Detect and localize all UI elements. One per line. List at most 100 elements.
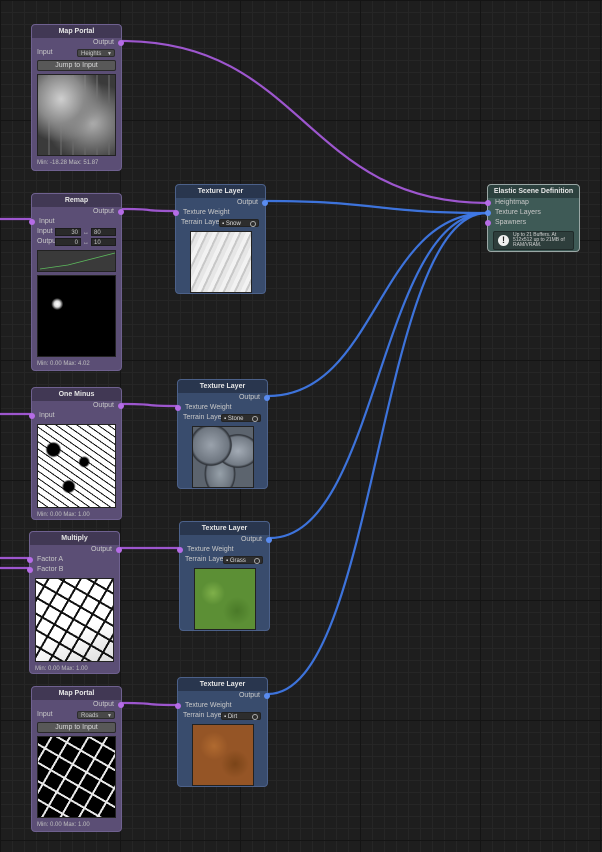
node-title[interactable]: Texture Layer	[180, 522, 269, 535]
dropdown-value: Roads	[81, 713, 99, 719]
output-label: Output	[236, 199, 258, 206]
object-picker-icon[interactable]	[252, 416, 258, 422]
snow-to-scene-wire[interactable]	[265, 199, 488, 215]
output-port[interactable]	[264, 395, 270, 401]
stone-texture-preview	[191, 426, 254, 488]
output-port[interactable]	[266, 537, 272, 543]
map-portal-node-heights[interactable]: Map Portal Output Input Heights▼ Jump to…	[31, 24, 124, 171]
chevron-down-icon: ▼	[107, 713, 112, 719]
range-label: Input	[37, 228, 53, 235]
input-row: Input Roads▼	[32, 710, 121, 720]
texture-layers-port[interactable]	[485, 210, 491, 216]
terrain-layer-value: Dirt	[227, 714, 238, 720]
output-min-field[interactable]: 0	[55, 238, 81, 246]
input-min-field[interactable]: 30	[55, 228, 81, 236]
buffer-warning: !Up to 21 Buffers. At 512x512 up to 21MB…	[493, 231, 574, 250]
output-port[interactable]	[262, 200, 268, 206]
output-port-row: Output	[32, 401, 124, 411]
grass-texture-preview	[193, 568, 256, 630]
output-label: Output	[92, 402, 114, 409]
node-title[interactable]: Texture Layer	[178, 678, 267, 691]
jump-to-input-button[interactable]: Jump to Input	[37, 60, 116, 71]
factor-a-port[interactable]	[27, 557, 33, 563]
texture-weight-label: Texture Weight	[185, 702, 232, 709]
input-port[interactable]	[29, 219, 35, 225]
roads-preview	[37, 736, 116, 818]
object-picker-icon[interactable]	[252, 714, 258, 720]
input-label: Input	[39, 412, 55, 419]
node-title[interactable]: Multiply	[30, 532, 119, 545]
factor-a-port-row: Factor A	[27, 555, 119, 565]
output-port-row: Output	[180, 535, 272, 545]
factor-b-port[interactable]	[27, 567, 33, 573]
terrain-layer-field[interactable]: ▪ Dirt	[221, 712, 261, 720]
texture-layer-node-grass[interactable]: Texture Layer Output Texture Weight Terr…	[177, 521, 272, 631]
spawners-port-row: Spawners	[485, 218, 579, 228]
input-dropdown[interactable]: Roads ▼	[77, 711, 115, 719]
heightmap-wire[interactable]	[121, 39, 488, 205]
output-port[interactable]	[118, 702, 124, 708]
multiply-node[interactable]: Multiply Output Factor A Factor B Min: 0…	[27, 531, 122, 674]
input-dropdown[interactable]: Heights▼	[77, 49, 115, 57]
elastic-scene-definition-node[interactable]: Elastic Scene Definition Heightmap Textu…	[485, 184, 580, 252]
min-max-stats: Min: 0.00 Max: 1.00	[35, 666, 88, 672]
one-minus-node[interactable]: One Minus Output Input Min: 0.00 Max: 1.…	[29, 387, 124, 520]
texture-weight-port[interactable]	[173, 210, 179, 216]
texture-layers-label: Texture Layers	[495, 209, 541, 216]
heightmap-port[interactable]	[485, 200, 491, 206]
range-arrow-icon: ↔	[83, 230, 89, 236]
onemin-to-stone-wire[interactable]	[121, 402, 178, 408]
terrain-layer-value: Grass	[229, 558, 246, 564]
input-port-row: Input	[29, 411, 121, 421]
texture-layer-node-dirt[interactable]: Texture Layer Output Texture Weight Terr…	[175, 677, 270, 787]
terrain-layer-field[interactable]: ▪ Snow	[219, 219, 259, 227]
node-title[interactable]: Remap	[32, 194, 121, 207]
spawners-port[interactable]	[485, 220, 491, 226]
object-picker-icon[interactable]	[250, 221, 256, 227]
input-max-field[interactable]: 80	[91, 228, 116, 236]
remap-to-snow-wire[interactable]	[121, 207, 176, 213]
jump-to-input-button[interactable]: Jump to Input	[37, 722, 116, 733]
output-port[interactable]	[264, 693, 270, 699]
factor-b-label: Factor B	[37, 566, 64, 573]
terrain-layer-label: Terrain Layer	[185, 556, 226, 563]
output-port[interactable]	[116, 547, 122, 553]
grass-to-scene-wire[interactable]	[269, 211, 488, 540]
dirt-to-scene-wire[interactable]	[267, 211, 488, 696]
chevron-down-icon: ▼	[107, 51, 112, 57]
min-max-stats: Min: 0.00 Max: 1.00	[37, 512, 90, 518]
texture-weight-port[interactable]	[175, 405, 181, 411]
terrain-layer-field[interactable]: ▪ Stone	[221, 414, 261, 422]
terrain-layer-label: Terrain Layer	[181, 219, 222, 226]
output-port[interactable]	[118, 403, 124, 409]
min-max-stats: Min: 0.00 Max: 4.02	[37, 361, 90, 367]
output-max-field[interactable]: 10	[91, 238, 116, 246]
output-port[interactable]	[118, 209, 124, 215]
node-title[interactable]: One Minus	[32, 388, 121, 401]
output-label: Output	[238, 394, 260, 401]
node-title[interactable]: Map Portal	[32, 25, 121, 38]
output-port-row: Output	[176, 198, 268, 208]
node-title[interactable]: Texture Layer	[178, 380, 267, 393]
map-portal-node-roads[interactable]: Map Portal Output Input Roads▼ Jump to I…	[31, 686, 124, 832]
terrain-layer-value: Stone	[227, 416, 244, 422]
terrain-layer-field[interactable]: ▪ Grass	[223, 556, 263, 564]
node-title[interactable]: Map Portal	[32, 687, 121, 700]
stone-to-scene-wire[interactable]	[267, 211, 488, 398]
object-picker-icon[interactable]	[254, 558, 260, 564]
input-port[interactable]	[29, 413, 35, 419]
node-title[interactable]: Elastic Scene Definition	[488, 185, 579, 198]
output-port[interactable]	[118, 40, 124, 46]
range-label: Output	[37, 238, 59, 245]
remap-node[interactable]: Remap Output Input Input 30 ↔ 80 Output …	[29, 193, 124, 371]
roads-to-dirt-wire[interactable]	[121, 701, 178, 707]
texture-weight-port[interactable]	[177, 547, 183, 553]
output-port-row: Output	[32, 700, 124, 710]
node-title[interactable]: Texture Layer	[176, 185, 265, 198]
texture-weight-port-row: Texture Weight	[173, 208, 265, 218]
texture-layer-node-stone[interactable]: Texture Layer Output Texture Weight Terr…	[175, 379, 270, 489]
texture-layer-node-snow[interactable]: Texture Layer Output Texture Weight Terr…	[173, 184, 268, 294]
warning-icon: !	[498, 235, 509, 246]
texture-weight-port[interactable]	[175, 703, 181, 709]
